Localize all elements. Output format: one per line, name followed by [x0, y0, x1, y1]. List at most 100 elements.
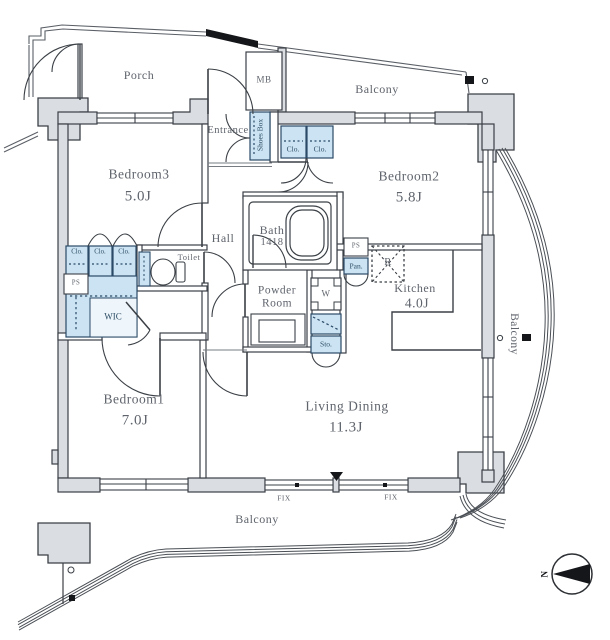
- toilet-label: Toilet: [177, 251, 201, 262]
- toilet-room-fixtures: [138, 251, 186, 287]
- shoes-box-label: Shoes Box: [255, 118, 265, 152]
- ps-label-left: PS: [71, 279, 81, 287]
- wic-door: [125, 301, 151, 346]
- fix-window-1: [264, 479, 334, 491]
- toilet-tank: [175, 261, 186, 283]
- kitchen-counter: [391, 250, 481, 351]
- porch-gate-door: [23, 43, 81, 101]
- pantry-box: [343, 257, 369, 275]
- kitchen-size: 4.0J: [404, 295, 430, 311]
- bedroom2-label: Bedroom2: [378, 168, 440, 184]
- toilet-counter: [138, 251, 151, 287]
- bedroom2-closet-1: [280, 125, 307, 159]
- partition-mark-right: [522, 334, 531, 341]
- bedroom2-top-window: [354, 112, 436, 124]
- powder-label-2: Room: [261, 297, 293, 310]
- entrance-door: [207, 68, 254, 115]
- bedroom3-top-window: [96, 112, 174, 124]
- storage-box: [310, 335, 342, 354]
- powder-vanity: [250, 313, 306, 346]
- toilet-bowl: [150, 258, 176, 286]
- bedroom3-size: 5.0J: [124, 188, 152, 205]
- fix-window-2: [338, 479, 409, 491]
- porch-label: Porch: [123, 68, 155, 82]
- ps-box-kitchen: [343, 237, 369, 257]
- bedroom3-door: [157, 202, 203, 248]
- north-arrow: [551, 553, 593, 595]
- bedroom1-bottom-window: [99, 478, 189, 491]
- shoes-box: [249, 111, 271, 161]
- bedroom2-closet-2: [306, 125, 334, 159]
- bathtub: [285, 205, 329, 261]
- refrigerator-label: R: [384, 256, 392, 268]
- bath-size: 1418: [260, 236, 284, 248]
- shoes-box-doors: [225, 113, 251, 163]
- bath-door: [252, 234, 287, 269]
- bedroom1-door: [101, 337, 161, 397]
- fix-label-2: FIX: [384, 492, 398, 502]
- washer-pan: [310, 277, 342, 311]
- site-boundary: [3, 24, 470, 153]
- washer-label: W: [321, 288, 331, 299]
- fix-label-1: FIX: [277, 493, 291, 503]
- closet-label-b2-1: Clo.: [286, 144, 300, 154]
- closet-label-b3-3: Clo.: [118, 248, 130, 256]
- boundary-dark-bar: [206, 29, 258, 48]
- railing-corner-connector: [459, 493, 507, 529]
- bedroom3-closet-doors: [87, 233, 138, 247]
- entrance-label: Entrance: [207, 124, 249, 136]
- living-door: [202, 351, 248, 397]
- pantry-folding-doors: [343, 273, 369, 287]
- linen-shelf: [310, 313, 342, 335]
- refrigerator-space: [371, 245, 405, 283]
- pillar-bottom-left: [37, 522, 91, 564]
- bedroom2-size: 5.8J: [395, 189, 423, 206]
- balcony-top-label: Balcony: [355, 82, 399, 96]
- pillar-bottom-right: [457, 451, 505, 494]
- wic-label: WIC: [104, 311, 122, 322]
- powder-label-1: Powder: [257, 284, 297, 297]
- bath-label: Bath: [259, 223, 285, 237]
- bedroom2-closet-doors: [280, 157, 334, 184]
- bath-room: [242, 195, 338, 271]
- kitchen-elements: [371, 245, 481, 351]
- doors: [23, 43, 369, 397]
- north-arrow-triangle: [553, 564, 590, 584]
- living-label: Living Dining: [305, 398, 389, 414]
- bedroom1-label: Bedroom1: [103, 391, 165, 407]
- closet-label-b2-2: Clo.: [313, 144, 327, 154]
- bottom-balcony-railing: [17, 513, 458, 631]
- toilet-door: [203, 251, 236, 284]
- mb-label: MB: [256, 74, 272, 85]
- mb-box: [245, 51, 283, 111]
- balcony-marks: [62, 76, 531, 604]
- closet-label-b3-1: Clo.: [71, 248, 83, 256]
- closet-label-b3-2: Clo.: [94, 248, 106, 256]
- kitchen-label: Kitchen: [394, 281, 436, 295]
- ps-label-kitchen: PS: [351, 242, 361, 250]
- balcony-right-label: Balcony: [507, 313, 520, 355]
- ps-box-left: [63, 273, 89, 295]
- living-size: 11.3J: [328, 419, 364, 436]
- interior-walls: [57, 111, 483, 479]
- hall-label: Hall: [211, 231, 235, 245]
- entrance-step-lines: [203, 162, 272, 351]
- wall-marker-triangle: [330, 472, 343, 481]
- storage-units: [63, 111, 369, 354]
- right-balcony-railing: [450, 147, 555, 521]
- partition-mark-bottom: [69, 595, 75, 601]
- storage-label: Sto.: [320, 339, 332, 349]
- pantry-label: Pan.: [349, 261, 363, 271]
- bedroom2-door: [277, 161, 309, 193]
- powder-door: [211, 283, 246, 318]
- bedroom3-label: Bedroom3: [108, 166, 170, 182]
- bedroom1-size: 7.0J: [121, 412, 149, 429]
- partition-mark-top: [465, 76, 474, 84]
- windows: [96, 112, 494, 491]
- storage-folding-doors: [311, 352, 341, 368]
- living-right-window: [482, 357, 494, 471]
- balcony-bottom-label: Balcony: [235, 512, 279, 526]
- bedroom2-right-window: [482, 149, 494, 236]
